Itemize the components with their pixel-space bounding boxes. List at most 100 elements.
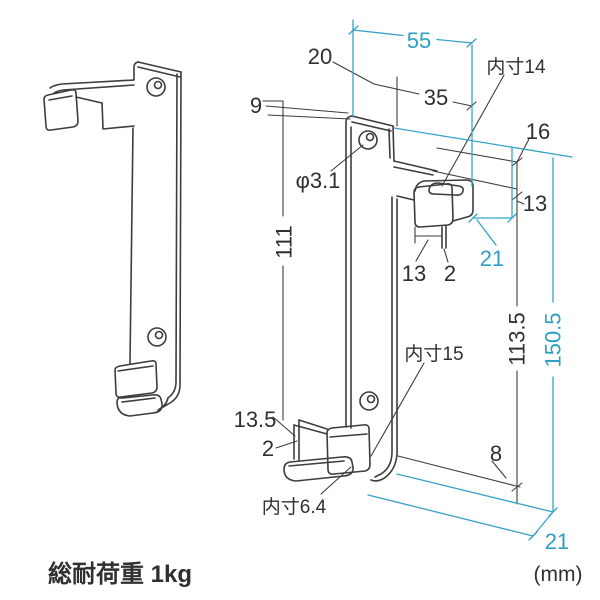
dim-lower-height-label: 113.5 <box>505 312 530 365</box>
dim-35-line-right <box>452 101 473 107</box>
ext-13r-a <box>436 147 518 163</box>
bottom-fold-edge-a <box>298 419 328 430</box>
dim-hook-face-top-label: 13 <box>523 191 547 216</box>
hook-bottom-pad <box>114 360 158 398</box>
leader-8 <box>491 460 507 479</box>
leader-uchisun14 <box>441 74 505 187</box>
dimension-lines-black <box>262 61 530 505</box>
screw-hole-top-inner <box>153 80 163 90</box>
ext-1505-top <box>393 127 573 158</box>
leader-21t <box>476 219 497 246</box>
arm-top-edge-inner <box>393 166 434 176</box>
hook-inner-opening <box>428 182 464 196</box>
dim-plate-length-label: 111 <box>272 225 297 258</box>
dim-left-offset-label: 20 <box>308 44 332 69</box>
screw-hole-bottom <box>147 327 167 347</box>
ext-21b-front <box>367 494 534 537</box>
leader-2t <box>443 248 449 263</box>
bottom-lip <box>283 456 354 482</box>
plate-right-edge-inner <box>167 73 178 399</box>
arm-top-edge-inner <box>53 84 135 94</box>
leader-13r <box>516 200 525 205</box>
screw-hole-bottom-inner <box>366 394 376 404</box>
tick-21b-top <box>548 507 558 517</box>
screw-hole-top <box>146 77 166 97</box>
arm-top-edge <box>393 160 438 172</box>
plate-right-edge <box>374 196 393 478</box>
arm-bottom-edge <box>102 125 135 130</box>
dim-arm-width-label: 35 <box>424 85 448 110</box>
dim-hook-depth-top-label: 21 <box>480 246 504 271</box>
leader-uchisun64 <box>320 466 352 495</box>
screw-hole-bottom <box>359 391 379 411</box>
load-rating-label: 総耐荷重 1kg <box>48 560 192 588</box>
tab-top-edge <box>351 115 394 127</box>
dim-depth-label: 16 <box>526 119 550 144</box>
dim-pad-width-top-label: 13 <box>402 261 426 286</box>
tick-21t-left <box>468 213 478 223</box>
hook-bottom-bend <box>157 397 169 411</box>
dim-pad-thickness-top-label: 2 <box>444 261 456 286</box>
leader-135 <box>272 416 296 437</box>
ext-21b-rear <box>396 473 554 513</box>
bottom-lip-inner <box>288 460 345 467</box>
hook-top-inner-a <box>75 96 103 104</box>
hook-bottom-pad-inner-edge <box>117 365 154 372</box>
leader-phi31 <box>330 144 364 172</box>
plate-topleft-corner <box>133 61 139 81</box>
leader-13t <box>415 239 429 262</box>
bottom-pad-inner-edge <box>329 433 368 438</box>
plate-right-edge <box>162 71 182 408</box>
dim-pad-thickness-bottom-label: 2 <box>262 436 274 461</box>
hook-top-pad <box>43 89 79 131</box>
plate-top-edge-inner <box>137 66 181 78</box>
arm-bottom-edge <box>396 195 415 201</box>
tab-right-edge <box>392 125 395 162</box>
plate-left-edge-lower <box>129 127 134 364</box>
ext-9-b <box>267 114 351 120</box>
dim-55-line-left <box>352 29 404 37</box>
tick-55-left <box>348 25 359 35</box>
tick-21t-right <box>507 213 517 223</box>
ext-9-a <box>265 105 349 114</box>
screw-hole-bottom-inner <box>154 330 164 340</box>
tab-right-edge-inner <box>388 128 391 159</box>
leader-2b <box>275 440 298 449</box>
dim-hole-diameter-label: φ3.1 <box>296 168 341 193</box>
bottom-pad <box>326 424 371 475</box>
screw-hole-top <box>358 130 378 150</box>
dim-bottom-offset-label: 8 <box>490 441 502 466</box>
dim-55-line-right <box>436 38 473 44</box>
tick-21b-bottom <box>528 531 538 541</box>
hook-top-inner-b <box>101 102 104 129</box>
arm-top-edge <box>49 79 135 89</box>
dim-hook-inner-top-label: 内寸14 <box>486 56 546 78</box>
hook-bottom-lip-inner <box>121 397 156 403</box>
ext-13r-b <box>432 170 518 190</box>
dim-total-width-label: 55 <box>407 28 431 53</box>
hook-bottom-lip <box>116 394 163 417</box>
tick-55-right <box>466 38 477 48</box>
hook-top-pad-inner-edge <box>48 95 73 101</box>
tab-top-edge-inner <box>351 121 392 132</box>
ext-8-diagonal <box>397 455 521 488</box>
dim-total-height-label: 150.5 <box>541 312 566 367</box>
dim-depth-bottom-label: 21 <box>545 529 569 554</box>
leader-16 <box>516 138 530 163</box>
dim-hook-inner-bottom-label: 内寸15 <box>404 343 463 365</box>
hook-right-face <box>452 185 474 222</box>
hook-front-pad <box>413 183 454 228</box>
unit-label: (mm) <box>534 563 583 586</box>
perspective-view <box>43 61 182 417</box>
dim-top-margin-label: 9 <box>250 93 262 118</box>
leader-uchisun15 <box>370 362 425 457</box>
dim-lip-inner-bottom-label: 内寸6.4 <box>262 496 327 518</box>
dim-pad-height-bottom-label: 13.5 <box>234 407 277 432</box>
dimension-labels: 55 20 35 内寸14 9 φ3.1 16 13 21 111 13 2 1… <box>234 28 570 554</box>
screw-hole-top-inner <box>365 132 375 142</box>
plate-top-edge <box>137 61 182 73</box>
plate-right-edge-inner <box>370 198 398 482</box>
tick-8 <box>511 482 523 492</box>
